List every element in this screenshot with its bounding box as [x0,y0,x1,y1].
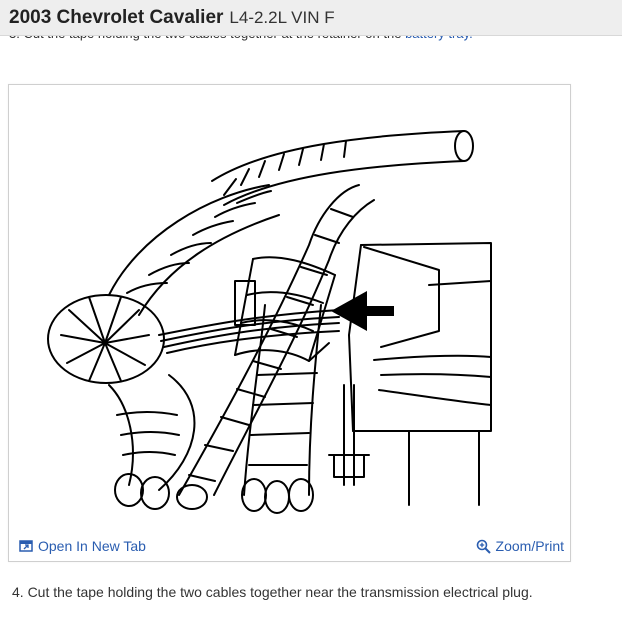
open-in-new-tab-link[interactable]: Open In New Tab [19,538,146,554]
vehicle-title: 2003 Chevrolet Cavalier [9,6,224,28]
zoom-magnifier-icon [476,539,491,554]
zoom-print-link[interactable]: Zoom/Print [476,538,564,554]
open-new-tab-icon [19,540,33,552]
figure-toolbar: Open In New Tab Zoom/Print [9,531,570,561]
step-4-text: 4. Cut the tape holding the two cables t… [12,584,533,600]
page-header: 2003 Chevrolet Cavalier L4-2.2L VIN F [0,0,622,36]
wiring-harness-illustration [47,130,492,514]
open-in-new-tab-label: Open In New Tab [38,538,146,554]
engine-subtitle: L4-2.2L VIN F [229,7,335,27]
zoom-print-label: Zoom/Print [495,538,564,554]
callout-arrow [331,291,394,331]
figure-card: Open In New Tab Zoom/Print [8,84,571,562]
